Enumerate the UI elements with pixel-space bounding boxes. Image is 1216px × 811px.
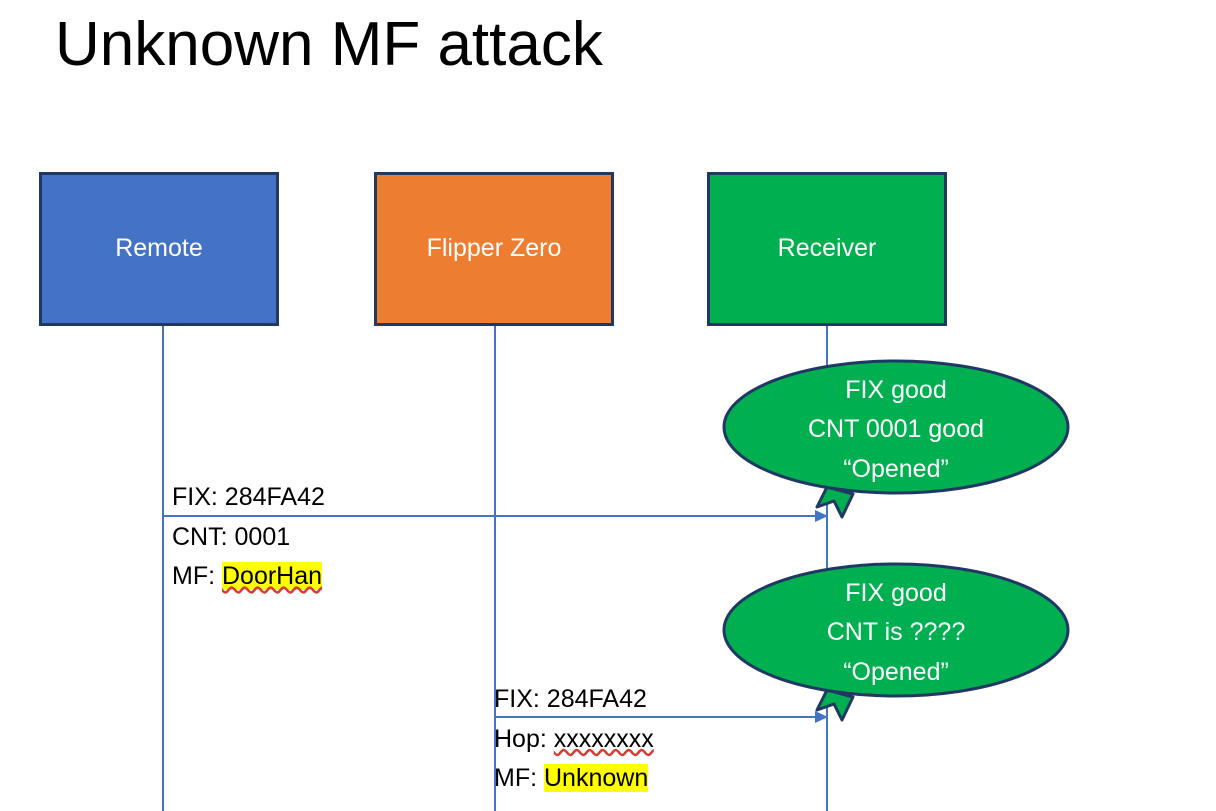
message-line-cnt: CNT: 0001 xyxy=(172,518,325,558)
callout-bubble-shape-2 xyxy=(722,562,1070,722)
page-title: Unknown MF attack xyxy=(55,10,603,79)
actor-label-flipper-zero: Flipper Zero xyxy=(426,234,562,263)
actor-box-remote[interactable]: Remote xyxy=(39,172,279,326)
message-line-fix-value: 284FA42 xyxy=(546,685,647,713)
message-line-mf-value: DoorHan xyxy=(222,562,323,590)
message-line-fix-label: FIX: xyxy=(494,685,540,713)
message-line-hop-value: xxxxxxxx xyxy=(553,724,654,753)
message-line-mf-label: MF: xyxy=(172,562,216,590)
actor-label-remote: Remote xyxy=(115,234,203,263)
message-line-hop: Hop: xxxxxxxx xyxy=(494,720,654,760)
lifeline-flipper-zero xyxy=(494,326,496,811)
message-label-remote-to-receiver: FIX: 284FA42 CNT: 0001 MF: DoorHan xyxy=(172,478,325,597)
callout-bubble-shape-1 xyxy=(722,359,1070,519)
actor-label-receiver: Receiver xyxy=(777,234,877,263)
lifeline-remote xyxy=(162,326,164,811)
actor-box-flipper-zero[interactable]: Flipper Zero xyxy=(374,172,614,326)
message-line-fix: FIX: 284FA42 xyxy=(172,478,325,518)
callout-receiver-second[interactable]: FIX good CNT is ???? “Opened” xyxy=(722,562,1070,722)
message-label-flipper-to-receiver: FIX: 284FA42 Hop: xxxxxxxx MF: Unknown xyxy=(494,680,654,799)
callout-receiver-first[interactable]: FIX good CNT 0001 good “Opened” xyxy=(722,359,1070,519)
message-line-fix: FIX: 284FA42 xyxy=(494,680,654,720)
message-line-fix-value: 284FA42 xyxy=(224,483,325,511)
message-line-cnt-value: 0001 xyxy=(234,522,291,551)
message-arrow-flipper-to-receiver xyxy=(495,711,828,723)
actor-box-receiver[interactable]: Receiver xyxy=(707,172,947,326)
message-line-fix-label: FIX: xyxy=(172,483,218,511)
message-line-mf-label: MF: xyxy=(494,764,538,792)
message-line-hop-label: Hop: xyxy=(494,724,547,753)
message-line-cnt-label: CNT: xyxy=(172,522,228,551)
message-line-mf: MF: DoorHan xyxy=(172,557,325,597)
message-line-mf: MF: Unknown xyxy=(494,759,654,799)
message-arrow-remote-to-receiver xyxy=(163,510,828,522)
message-line-mf-value: Unknown xyxy=(544,764,649,792)
